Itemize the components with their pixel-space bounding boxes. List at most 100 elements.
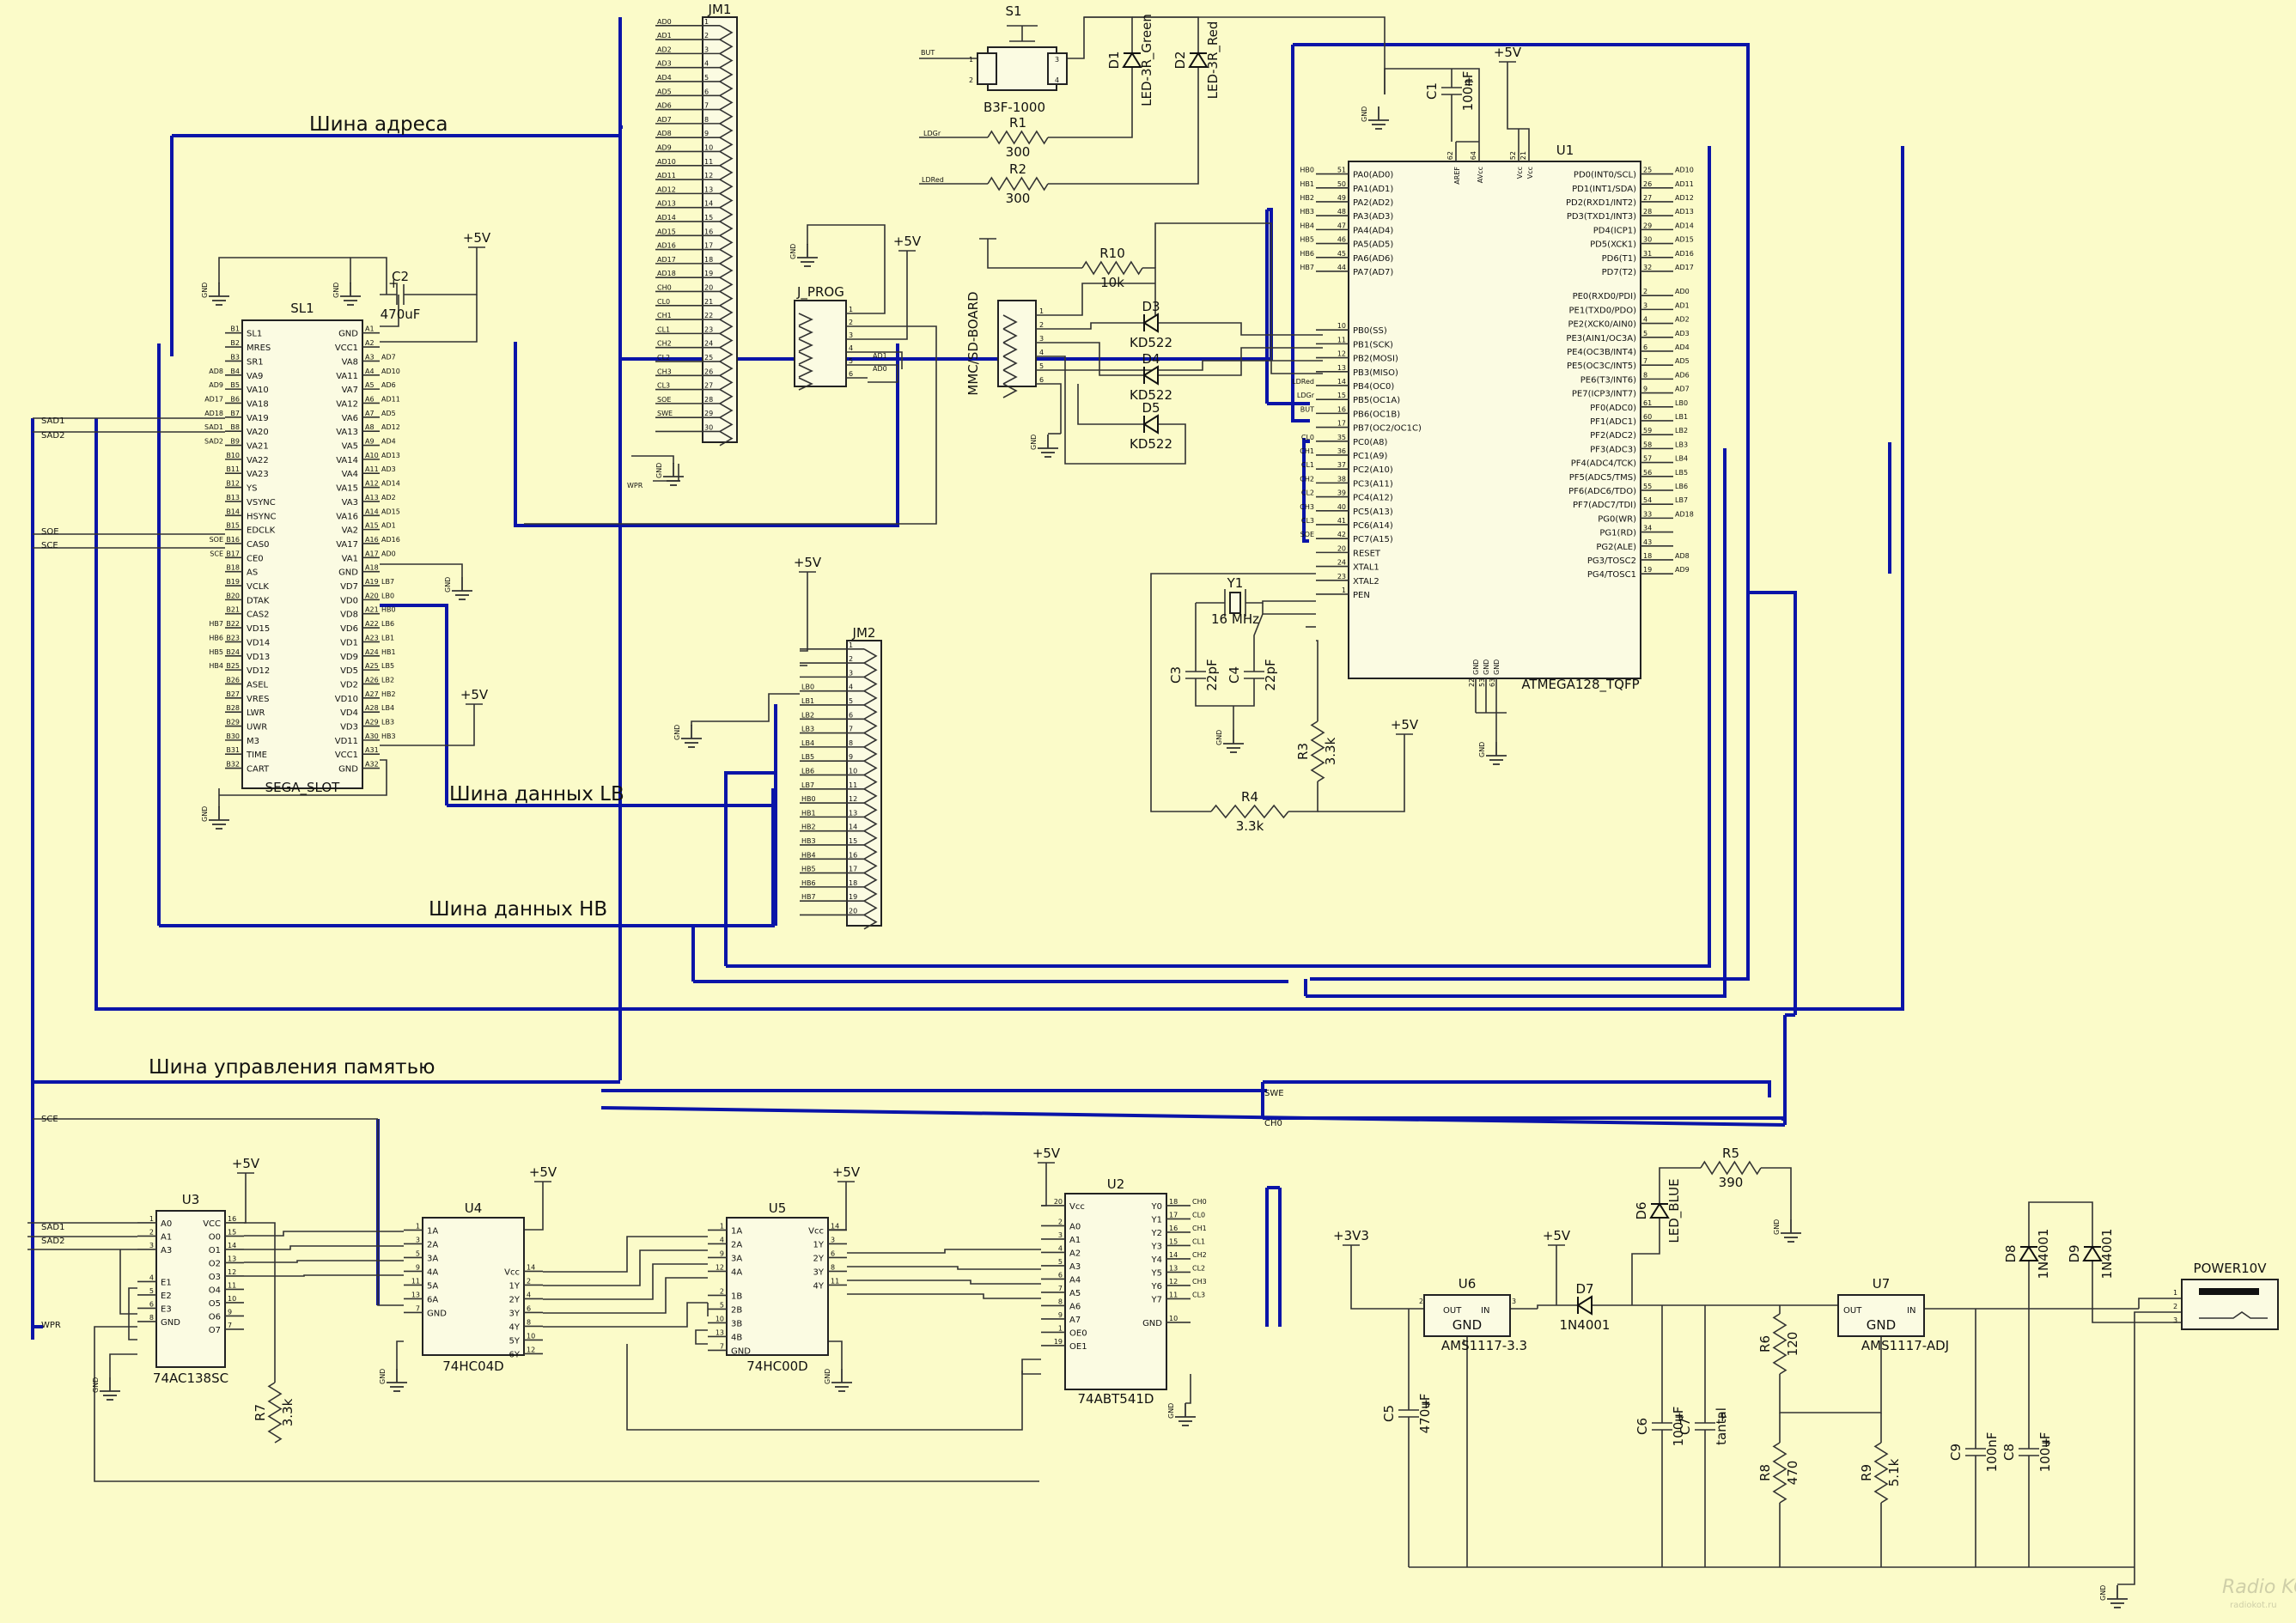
pin-number: 4 (704, 60, 709, 68)
pin-name: PG2(ALE) (1596, 543, 1636, 552)
net-label: LB5 (381, 662, 394, 670)
value-label: 470uF (381, 307, 421, 322)
pin-number: 4 (1058, 1244, 1063, 1252)
pin-number: 57 (1643, 455, 1652, 463)
pin-name: PE6(T3/INT6) (1580, 375, 1636, 385)
pin-name: Y1 (1151, 1215, 1162, 1225)
pin-number: 20 (704, 283, 713, 291)
pin-name: A3 (161, 1246, 172, 1255)
pin-name: PC1(A9) (1353, 452, 1387, 461)
net-label: AD9 (209, 381, 223, 389)
wire (1057, 322, 1125, 330)
wire (1659, 1167, 1701, 1185)
net-label: HB7 (209, 620, 223, 628)
pin-number: 23 (1337, 573, 1346, 581)
pin-number: 1 (704, 18, 709, 26)
net-label: LDRed (1292, 378, 1314, 386)
pin-number: 6 (527, 1304, 531, 1312)
regulator-u7-body (1837, 1294, 1925, 1337)
ref-label: D3 (1142, 299, 1160, 314)
bus-line (726, 146, 1711, 968)
net-label: CL1 (657, 325, 670, 333)
ground-label: GND (1167, 1403, 1175, 1419)
pin-number: 8 (149, 1314, 154, 1322)
pin-number: 33 (1643, 510, 1652, 518)
pin-number: 2 (969, 76, 973, 84)
pin-name: E1 (161, 1278, 172, 1287)
pin-name: PF7(ADC7/TDI) (1573, 501, 1636, 510)
net-label: CL0 (1301, 434, 1314, 441)
pin-number: B8 (230, 423, 240, 431)
pin-number: 12 (1169, 1278, 1178, 1286)
ref-label: POWER10V (2194, 1261, 2268, 1276)
pin-number: 16 (228, 1215, 236, 1223)
pin-name: PD4(ICP1) (1593, 226, 1636, 235)
value-label: 120 (1785, 1332, 1800, 1357)
net-label: AD17 (1675, 264, 1694, 271)
pin-name: PC4(A12) (1353, 494, 1393, 503)
header-jm2: 1234LB05LB16LB27LB38LB49LB510LB611LB712H… (800, 625, 882, 930)
ground-symbol: GND (789, 244, 818, 267)
wire (868, 364, 898, 383)
pin-name: GND (338, 765, 358, 775)
pin-name: HSYNC (247, 512, 276, 521)
ground-label: GND (1361, 106, 1368, 122)
pin-name: LWR (247, 708, 265, 718)
ground-symbol: GND (655, 463, 684, 486)
pin-name: VA19 (247, 414, 269, 423)
net-label: LB4 (801, 739, 814, 747)
wire (626, 1344, 1023, 1431)
pin-name: PE7(ICP3/INT7) (1572, 390, 1636, 399)
wire (109, 1353, 137, 1377)
wire (94, 1326, 1039, 1482)
net-label: AD11 (657, 172, 676, 179)
net-label: CH2 (657, 340, 672, 348)
net-label: LDGr (1297, 392, 1315, 399)
wire (244, 1274, 404, 1277)
value-label: 16 MHz (1211, 611, 1259, 627)
value-label: LED-3R_Red (1205, 21, 1221, 100)
pin-name: A0 (161, 1219, 172, 1229)
net-label: AD9 (657, 143, 672, 151)
pin-name: GND (161, 1318, 180, 1328)
ref-label: R9 (1859, 1464, 1874, 1481)
net-label: CH2 (1300, 475, 1314, 483)
pin-name: Vcc (504, 1267, 520, 1277)
pin-number: 1 (720, 1222, 724, 1230)
wire (2138, 1298, 2182, 1309)
pin-name: PG1(RD) (1599, 529, 1636, 538)
net-label: AD2 (381, 494, 396, 501)
data-lb-bus-label: Шина данных LB (449, 783, 624, 805)
pin-number: 4 (527, 1291, 531, 1298)
pin-name: VD5 (340, 666, 358, 676)
pin-name: XTAL1 (1353, 563, 1379, 573)
net-label: AD5 (381, 410, 396, 417)
supply-symbol (979, 238, 996, 249)
ref-label: SL1 (290, 301, 314, 316)
pin-number: 46 (1337, 236, 1346, 244)
net-label-soe: SOE (41, 527, 59, 537)
pin-number: 44 (1337, 264, 1346, 271)
pin-name: VA4 (342, 470, 358, 479)
ground-symbol: GND (332, 283, 361, 306)
pin-name: O4 (209, 1286, 221, 1295)
pin-number: B31 (226, 746, 240, 754)
ref-label: R7 (253, 1404, 268, 1421)
net-label: HB4 (209, 662, 223, 670)
pin-number: 17 (1169, 1211, 1178, 1219)
net-label: AD7 (657, 116, 672, 124)
pin-number: B3 (230, 353, 240, 361)
pin-name: 5Y (509, 1336, 521, 1346)
net-label: CL0 (1192, 1211, 1205, 1219)
net-label: AD15 (381, 508, 400, 515)
pin-number: A11 (365, 465, 379, 473)
pin-name: PF4(ADC4/TCK) (1571, 459, 1636, 469)
pin-name: E3 (161, 1304, 172, 1314)
pin-number: 5 (1039, 362, 1044, 370)
pin-number: A10 (365, 452, 379, 459)
value-label: 100nF (1460, 71, 1476, 112)
